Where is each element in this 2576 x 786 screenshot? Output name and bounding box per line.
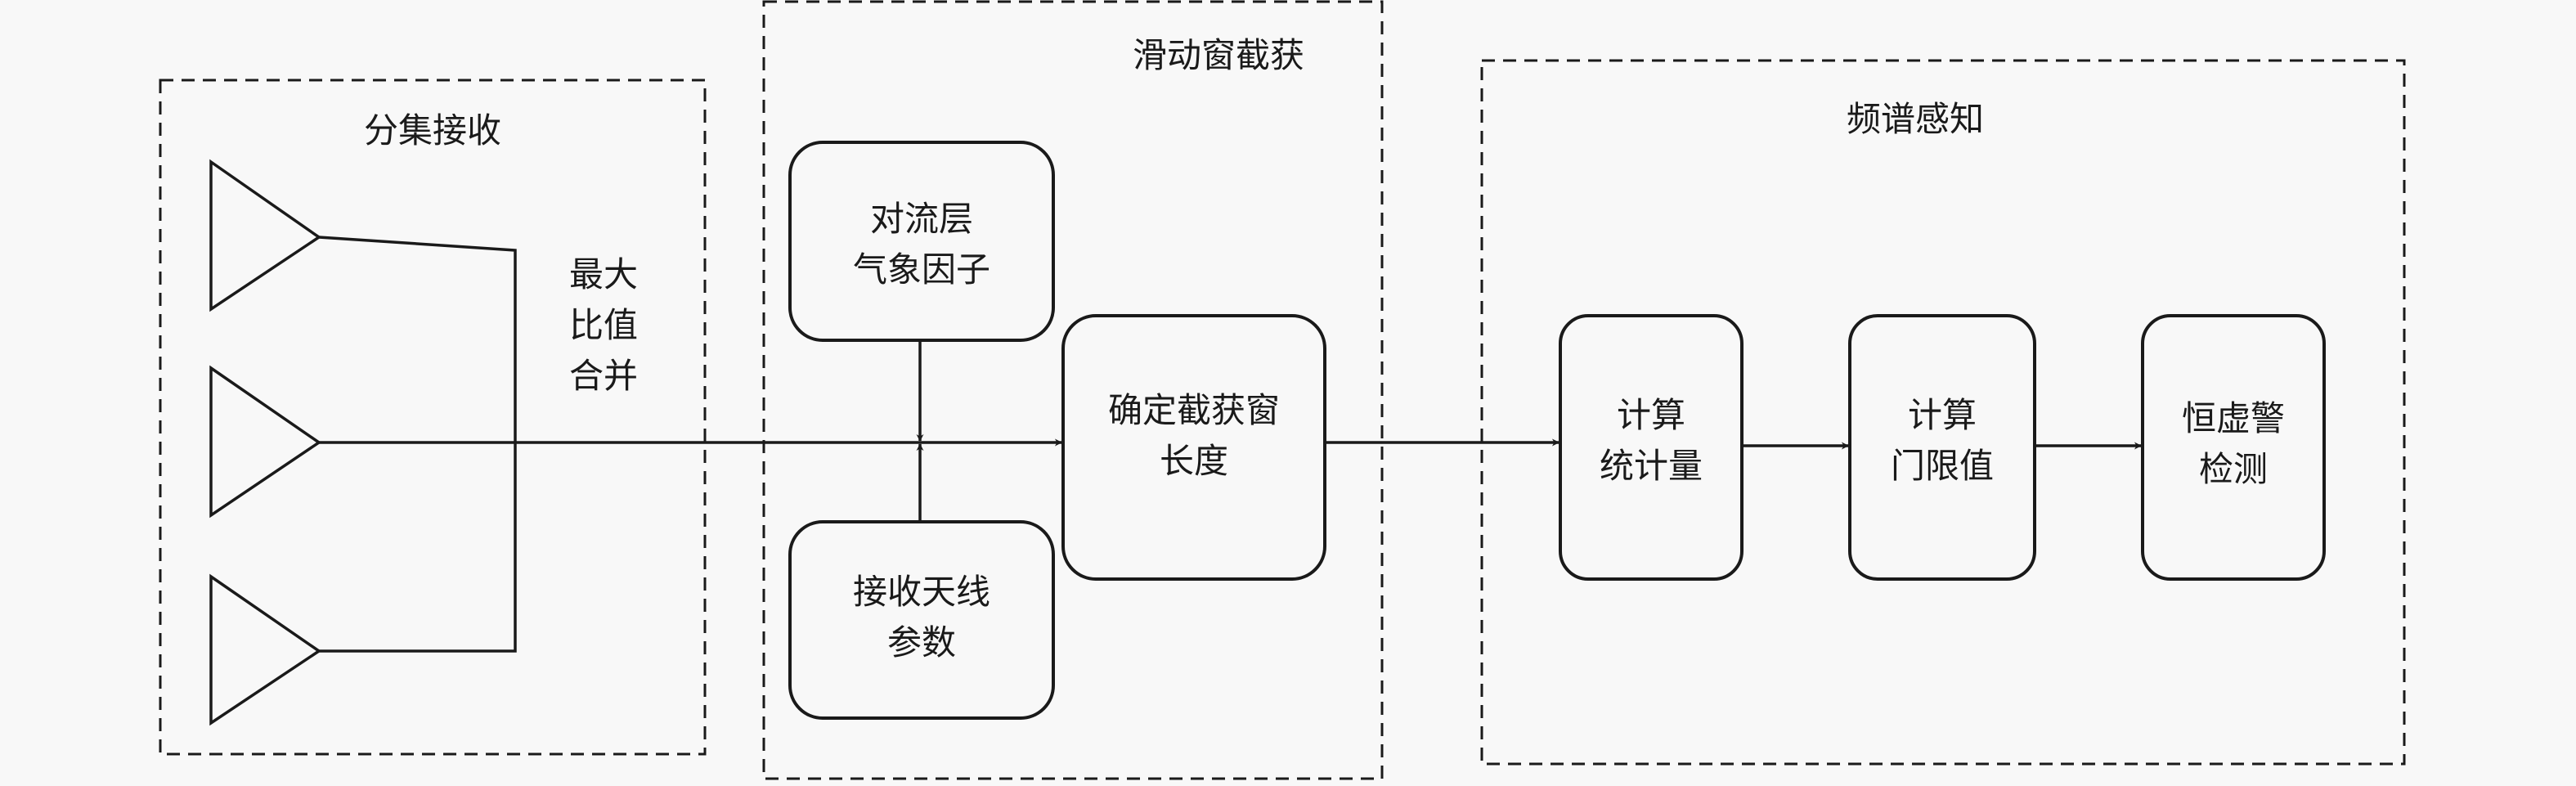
group-border xyxy=(1480,59,2406,766)
node-label-line-1: 对流层 xyxy=(870,199,973,239)
antenna-icon-2 xyxy=(209,365,322,519)
node-label-line-2: 参数 xyxy=(887,622,956,662)
group-title: 频谱感知 xyxy=(1847,99,1984,139)
node-cfar-detection[interactable]: 恒虚警 检测 xyxy=(2141,314,2326,581)
node-label-line-2: 门限值 xyxy=(1891,446,1994,486)
node-threshold[interactable]: 计算 门限值 xyxy=(1848,314,2036,581)
combiner-label-line-3: 合并 xyxy=(569,356,638,396)
group-title: 滑动窗截获 xyxy=(1133,35,1304,75)
node-label-line-1: 确定截获窗 xyxy=(1108,390,1280,430)
node-window-length[interactable]: 确定截获窗 长度 xyxy=(1061,314,1326,581)
node-label-line-2: 统计量 xyxy=(1600,446,1703,486)
node-label-line-2: 长度 xyxy=(1160,441,1228,481)
group-title: 分集接收 xyxy=(364,110,501,150)
node-box xyxy=(788,520,1055,720)
group-sliding-window: 滑动窗截获 对流层 气象因子 接收天线 参数 确定截获窗 长度 xyxy=(762,0,1384,780)
node-label-line-1: 接收天线 xyxy=(853,572,990,612)
antenna-icon-1 xyxy=(209,159,322,312)
combiner-label-line-1: 最大 xyxy=(569,254,638,294)
node-troposphere[interactable]: 对流层 气象因子 xyxy=(788,141,1055,342)
node-label-line-2: 气象因子 xyxy=(853,249,990,290)
group-spectrum-sensing: 频谱感知 计算 统计量 计算 门限值 恒虚警 检测 xyxy=(1480,59,2406,766)
combiner-label-line-2: 比值 xyxy=(569,305,638,345)
group-border xyxy=(159,79,707,756)
node-statistic[interactable]: 计算 统计量 xyxy=(1559,314,1744,581)
node-antenna-params[interactable]: 接收天线 参数 xyxy=(788,520,1055,720)
node-box xyxy=(1559,314,1744,581)
node-box xyxy=(1061,314,1326,581)
node-box xyxy=(788,141,1055,342)
node-label-line-1: 恒虚警 xyxy=(2182,398,2285,438)
node-label-line-1: 计算 xyxy=(1617,395,1685,435)
group-border xyxy=(762,0,1384,780)
node-box xyxy=(1848,314,2036,581)
node-label-line-1: 计算 xyxy=(1908,395,1977,435)
group-diversity-reception: 分集接收 最大 比值 合并 xyxy=(159,79,707,756)
combiner-wires xyxy=(318,236,517,653)
node-box xyxy=(2141,314,2326,581)
node-label-line-2: 检测 xyxy=(2199,449,2268,489)
antenna-icon-3 xyxy=(209,573,322,726)
